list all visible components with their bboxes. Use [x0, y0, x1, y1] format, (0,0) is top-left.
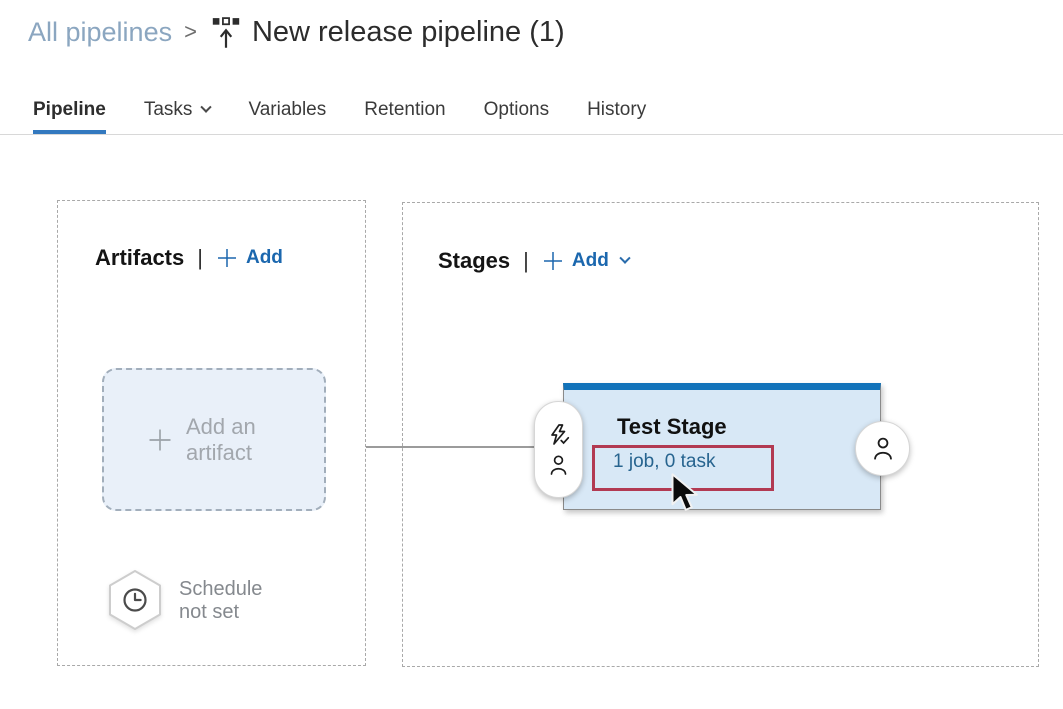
breadcrumb-all-pipelines-link[interactable]: All pipelines [28, 16, 173, 47]
plus-icon [149, 429, 171, 450]
stages-panel-header: Stages | Add [438, 248, 631, 274]
tab-retention[interactable]: Retention [364, 84, 445, 134]
add-stage-button-label: Add [571, 250, 609, 271]
tab-tasks-label: Tasks [143, 99, 193, 120]
tab-pipeline-label: Pipeline [33, 99, 106, 120]
stages-separator: | [523, 248, 529, 273]
clock-hexagon-icon [109, 570, 161, 630]
chevron-down-icon [619, 252, 631, 264]
post-deployment-conditions-button[interactable] [855, 421, 910, 476]
lightning-check-icon [550, 424, 569, 445]
add-artifact-placeholder-label: Add an artifact [186, 414, 256, 465]
breadcrumb: All pipelines > New release pipeline (1) [28, 10, 565, 54]
page-title: New release pipeline (1) [251, 15, 565, 48]
stage-card[interactable]: Test Stage 1 job, 0 task [563, 383, 881, 510]
person-icon [873, 437, 892, 460]
artifacts-panel-header: Artifacts | Add [95, 245, 283, 271]
plus-icon [217, 249, 236, 267]
schedule-trigger[interactable]: Schedule not set [107, 569, 291, 632]
artifact-stage-connector [366, 446, 546, 448]
tab-variables-label: Variables [248, 99, 327, 120]
stages-title: Stages [438, 248, 511, 273]
stage-name: Test Stage [617, 414, 727, 439]
person-icon [550, 455, 567, 475]
artifacts-separator: | [197, 245, 203, 270]
add-artifact-button-label: Add [245, 247, 283, 268]
schedule-label: Schedule not set [179, 578, 263, 623]
tab-bar: Pipeline Tasks Variables Retention Optio… [0, 84, 1063, 135]
add-stage-button[interactable]: Add [542, 250, 631, 272]
tab-tasks[interactable]: Tasks [143, 84, 213, 134]
pre-deployment-conditions-button[interactable] [534, 401, 583, 498]
tab-options-label: Options [483, 99, 550, 120]
add-artifact-button[interactable]: Add [216, 247, 283, 269]
release-pipeline-icon [212, 16, 240, 48]
breadcrumb-separator: > [184, 19, 197, 44]
plus-icon [543, 252, 562, 270]
tab-pipeline[interactable]: Pipeline [33, 84, 106, 134]
chevron-down-icon [200, 101, 213, 113]
artifacts-panel: Artifacts | Add Add an artifact Schedule… [57, 200, 366, 666]
tab-options[interactable]: Options [484, 84, 549, 134]
add-artifact-placeholder[interactable]: Add an artifact [102, 368, 326, 511]
tab-history-label: History [587, 99, 647, 120]
artifacts-title: Artifacts [95, 245, 185, 270]
tab-variables[interactable]: Variables [248, 84, 326, 134]
stage-jobs-tasks-link[interactable]: 1 job, 0 task [613, 451, 716, 472]
tab-history[interactable]: History [587, 84, 646, 134]
tab-retention-label: Retention [364, 99, 446, 120]
